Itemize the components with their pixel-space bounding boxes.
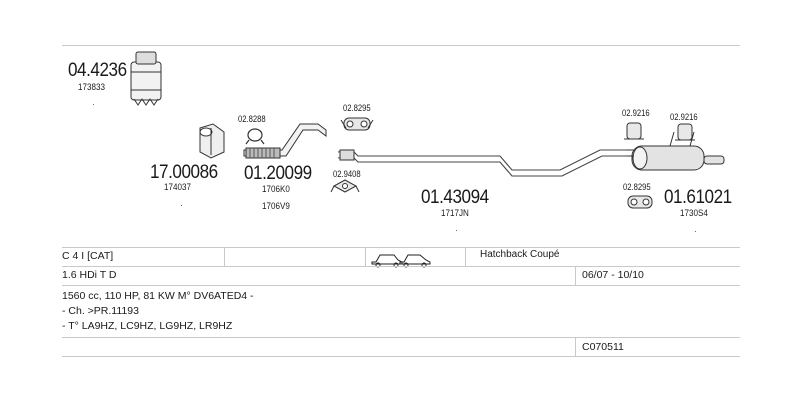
table-code[interactable]: C070511 [582,341,624,353]
dpf-image [130,51,162,106]
part-number-center-pipe[interactable]: 01.43094 [421,187,489,208]
table-rule [62,285,740,286]
center-pipe-image [337,149,628,177]
car-hatchback-icon [371,254,403,268]
part-sub-cat: 174037 [164,182,191,193]
table-spec-2: - Ch. >PR.11193 [62,305,139,317]
table-rule [62,266,740,267]
part-sub-front-pipe: 1706K0 [262,184,290,195]
table-divider [575,266,576,285]
dot-marker: · [180,200,183,210]
part-sub2-front-pipe: 1706V9 [262,201,290,212]
table-divider [224,247,225,266]
dot-marker: · [694,226,697,236]
part-sub-dpf: 173833 [78,82,105,93]
table-spec-3: - T° LA9HZ, LC9HZ, LG9HZ, LR9HZ [62,320,233,332]
part-sub-rear-silencer: 1730S4 [680,208,708,219]
accessory-code-gasket[interactable]: 02.9408 [333,169,361,179]
front-pipe-image [243,123,327,159]
table-body: Hatchback Coupé [480,249,560,260]
part-number-cat[interactable]: 17.00086 [150,162,218,183]
part-number-dpf[interactable]: 04.4236 [68,60,127,81]
accessory-code-hanger-rear-left[interactable]: 02.9216 [622,108,650,118]
catalyst-image [199,123,225,159]
table-divider [575,337,576,356]
hanger-image-1 [340,117,374,131]
table-divider [365,247,366,266]
table-divider [465,247,466,266]
table-rule [62,337,740,338]
table-model: C 4 I [CAT] [62,250,114,262]
table-spec-1: 1560 cc, 110 HP, 81 KW M° DV6ATED4 - [62,290,254,302]
table-rule [62,247,740,248]
table-rule [62,356,740,357]
table-engine: 1.6 HDi T D [62,269,117,281]
table-years: 06/07 - 10/10 [582,269,644,281]
accessory-code-clamp[interactable]: 02.8288 [238,114,266,124]
part-number-front-pipe[interactable]: 01.20099 [244,163,312,184]
part-number-rear-silencer[interactable]: 01.61021 [664,187,732,208]
car-coupe-icon [399,254,431,268]
dot-marker: · [92,99,95,109]
part-sub-center-pipe: 1717JN [441,208,469,219]
accessory-code-hanger-front[interactable]: 02.8295 [343,103,371,113]
accessory-code-hanger-rear-right[interactable]: 02.9216 [670,112,698,122]
gasket-image [330,179,360,193]
accessory-code-hanger-rear-low[interactable]: 02.8295 [623,182,651,192]
clamp-image [245,128,265,145]
dot-marker: · [455,225,458,235]
hanger-image-rear [624,122,695,209]
rear-silencer-image [626,131,725,171]
top-rule [62,45,740,46]
